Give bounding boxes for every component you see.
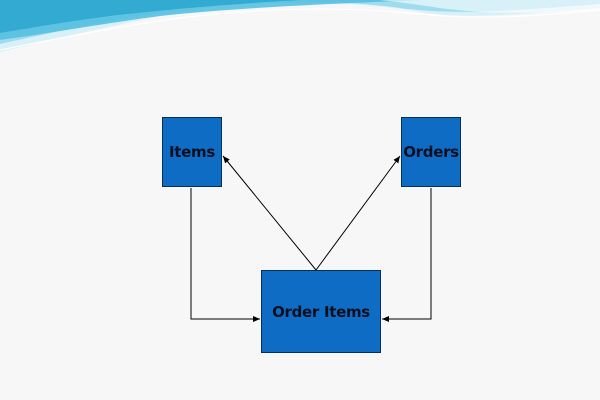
node-orders[interactable]: Orders <box>401 117 461 187</box>
edge-order-items-to-items <box>222 155 317 271</box>
edge-order-items-to-orders <box>315 155 401 271</box>
edge-orders-to-order-items <box>382 188 432 322</box>
node-items-label: Items <box>169 143 215 161</box>
edge-items-to-order-items <box>190 188 260 322</box>
node-items[interactable]: Items <box>162 117 222 187</box>
node-orders-label: Orders <box>403 143 459 161</box>
node-order-items-label: Order Items <box>272 302 370 321</box>
header-wave-decoration <box>0 0 600 52</box>
node-order-items[interactable]: Order Items <box>261 270 381 353</box>
